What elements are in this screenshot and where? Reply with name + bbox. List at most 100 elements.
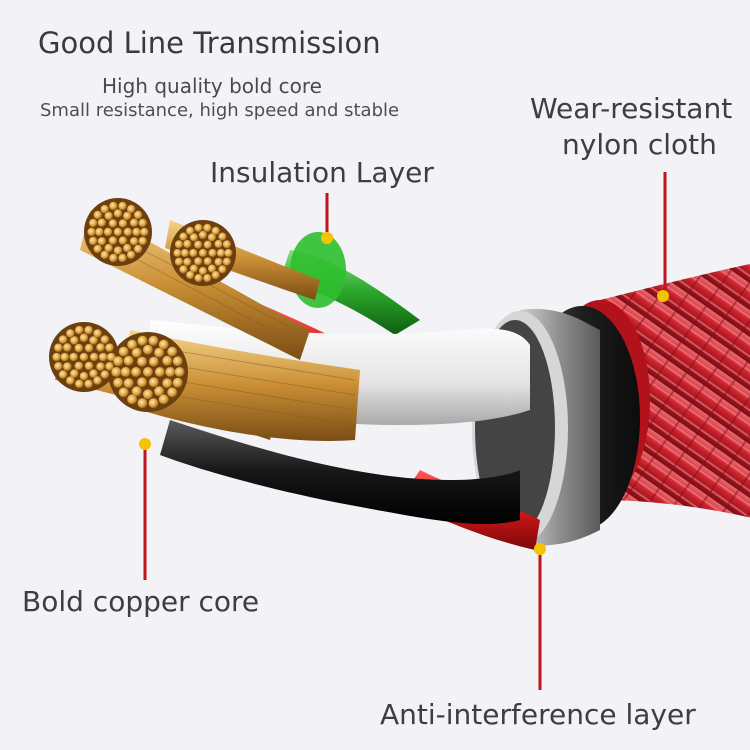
subtitle: High quality bold core [102,74,322,98]
copper-strand [198,266,208,276]
copper-strand [203,223,212,232]
copper-strand [165,367,176,377]
copper-strand [162,378,173,389]
copper-strand [95,227,104,237]
copper-strand [173,248,182,258]
copper-strand [186,226,195,235]
copper-strand [189,248,198,258]
copper-strand [113,209,123,218]
copper-strand [129,218,139,227]
copper-strand [207,233,217,242]
copper-strand [123,378,134,389]
callout-markers [139,172,669,690]
copper-strand [154,367,165,377]
copper-strand [113,227,123,237]
copper-strand [63,362,72,371]
copper-strand [211,226,220,235]
copper-strand [84,343,94,353]
copper-strand [89,236,98,246]
copper-strand [127,250,136,260]
nylon-label-line1: Wear-resistant [530,92,733,125]
copper-strand [137,335,148,346]
copper-strand [98,352,108,362]
copper-strand [118,201,127,211]
copper-strand [167,387,178,398]
copper-strand [96,343,105,352]
copper-strand [214,257,223,267]
copper-strand [138,218,147,228]
copper-strand [93,376,102,385]
copper-strand [60,352,70,362]
copper-strand [222,240,232,249]
copper-strand [89,218,98,228]
copper-strand [93,244,103,254]
copper-strand [154,386,165,397]
copper-strand [87,227,96,237]
copper-strand [103,227,113,237]
copper-strand [66,329,75,338]
copper-strand [79,333,89,343]
copper-strand [134,244,143,254]
copper-strand [84,379,93,389]
copper-strand [137,398,148,409]
insulation-callout-dot [321,232,333,244]
copper-strand [118,219,128,228]
copper-strand [148,377,159,388]
copper-strand [143,367,153,377]
copper-strand [129,237,139,246]
copper-strand [54,343,63,353]
copper-strand [211,271,220,280]
copper-strand [203,274,212,283]
copper-strand [100,204,110,214]
copper-strand [118,253,127,263]
copper-strand [208,248,217,258]
copper-strand [194,257,203,266]
copper-strand [52,352,61,362]
copper-strand [183,239,192,249]
copper-strand [194,223,203,232]
copper-strand [143,389,153,400]
copper-strand [105,362,114,371]
copper-strand [127,204,136,214]
copper-strand [113,377,124,388]
copper-strand [174,257,184,266]
copper-strand [218,232,227,241]
copper-strand [58,335,68,344]
copper-strand [113,246,123,255]
copper-strand [148,335,159,346]
copper-strand [131,347,142,358]
copper-strand [158,339,169,350]
copper-strand [107,352,116,362]
copper-strand [203,257,212,266]
copper-strand [97,218,107,227]
anti-interference-callout-dot [534,543,546,555]
copper-strand [179,265,188,274]
nylon-label-line2: nylon cloth [562,128,717,161]
copper-strand [198,248,208,258]
copper-strand [203,240,212,249]
copper-strand [123,243,132,253]
copper-strand [109,253,118,263]
copper-strand [89,336,98,345]
copper-strand [100,335,110,344]
copper-strand [58,370,68,379]
copper-strand [84,361,94,371]
copper-strand [93,329,102,338]
page-title: Good Line Transmission [38,26,381,60]
copper-strand [108,236,118,245]
copper-strand [84,325,93,335]
copper-strand [109,201,118,211]
copper-callout-dot [139,438,151,450]
copper-strand [132,227,141,237]
copper-strand [158,394,169,405]
copper-strand [179,232,188,241]
copper-strand [97,237,107,246]
copper-strand [148,356,159,367]
copper-strand [189,264,199,273]
copper-strand [79,371,89,381]
copper-strand [189,233,199,242]
copper-strand [66,376,75,385]
copper-strand [174,367,185,377]
nylon-callout-dot [657,290,669,302]
